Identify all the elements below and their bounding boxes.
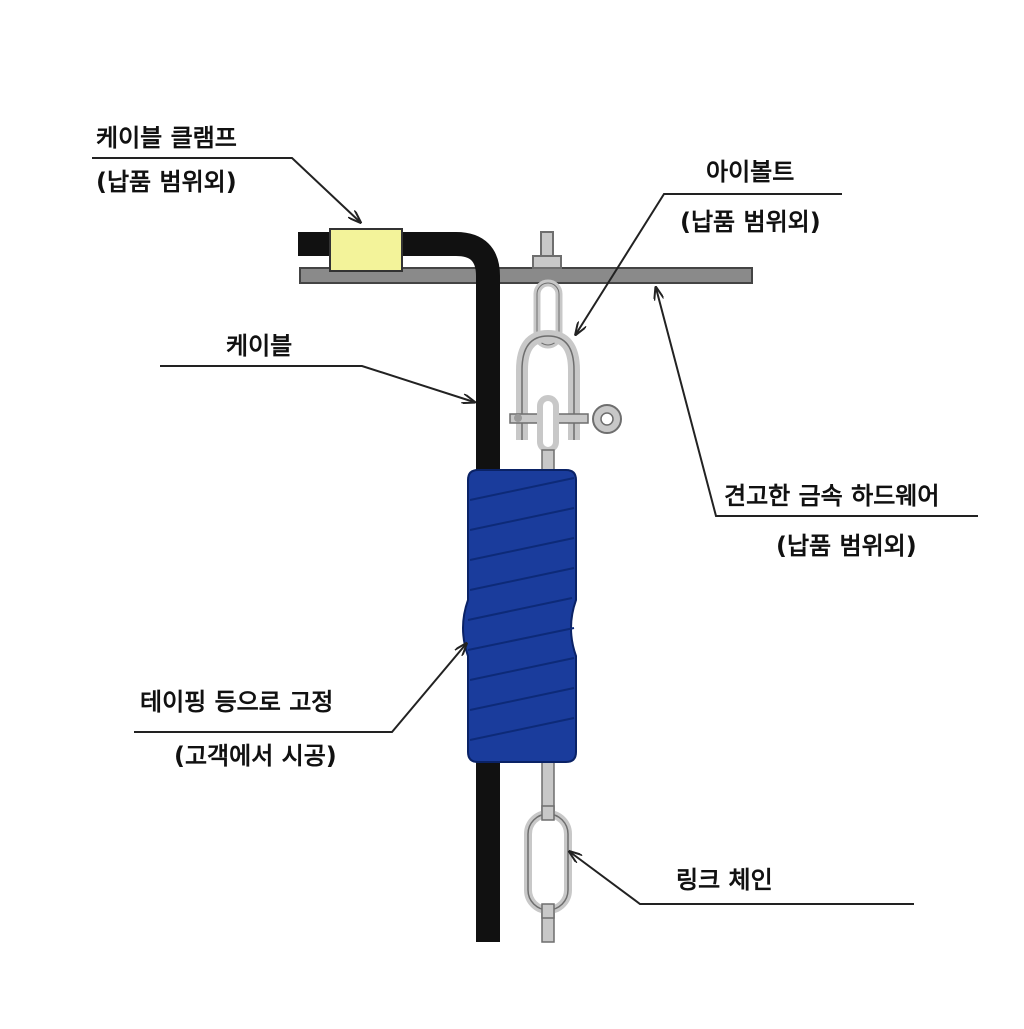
label-cable-clamp: 케이블 클램프: [96, 124, 237, 152]
label-hardware: 견고한 금속 하드웨어: [724, 482, 940, 510]
leader-cable: [160, 365, 474, 402]
chain-link-lower: [524, 810, 572, 914]
eyebolt-nut: [532, 255, 562, 269]
label-taping-note: (고객에서 시공): [174, 742, 337, 770]
leader-eyebolt: [576, 193, 842, 334]
taping-wrap: [462, 469, 577, 763]
label-cable-clamp-note: (납품 범위외): [96, 168, 237, 196]
label-taping: 테이핑 등으로 고정: [140, 688, 334, 716]
cable: [298, 232, 500, 942]
eyebolt-shank: [540, 231, 554, 259]
label-chain: 링크 체인: [676, 866, 773, 894]
chain-link-upper: [537, 395, 559, 453]
steel-beam: [299, 267, 753, 284]
label-hardware-note: (납품 범위외): [776, 532, 917, 560]
label-eyebolt-note: (납품 범위외): [680, 208, 821, 236]
label-cable: 케이블: [226, 332, 293, 360]
leader-cable-clamp: [92, 157, 360, 222]
leader-taping: [134, 644, 466, 733]
leader-chain: [570, 852, 914, 905]
leader-hardware: [656, 288, 978, 517]
cable-clamp: [329, 228, 403, 272]
taping-stripes: [467, 477, 575, 741]
label-eyebolt: 아이볼트: [706, 158, 795, 186]
